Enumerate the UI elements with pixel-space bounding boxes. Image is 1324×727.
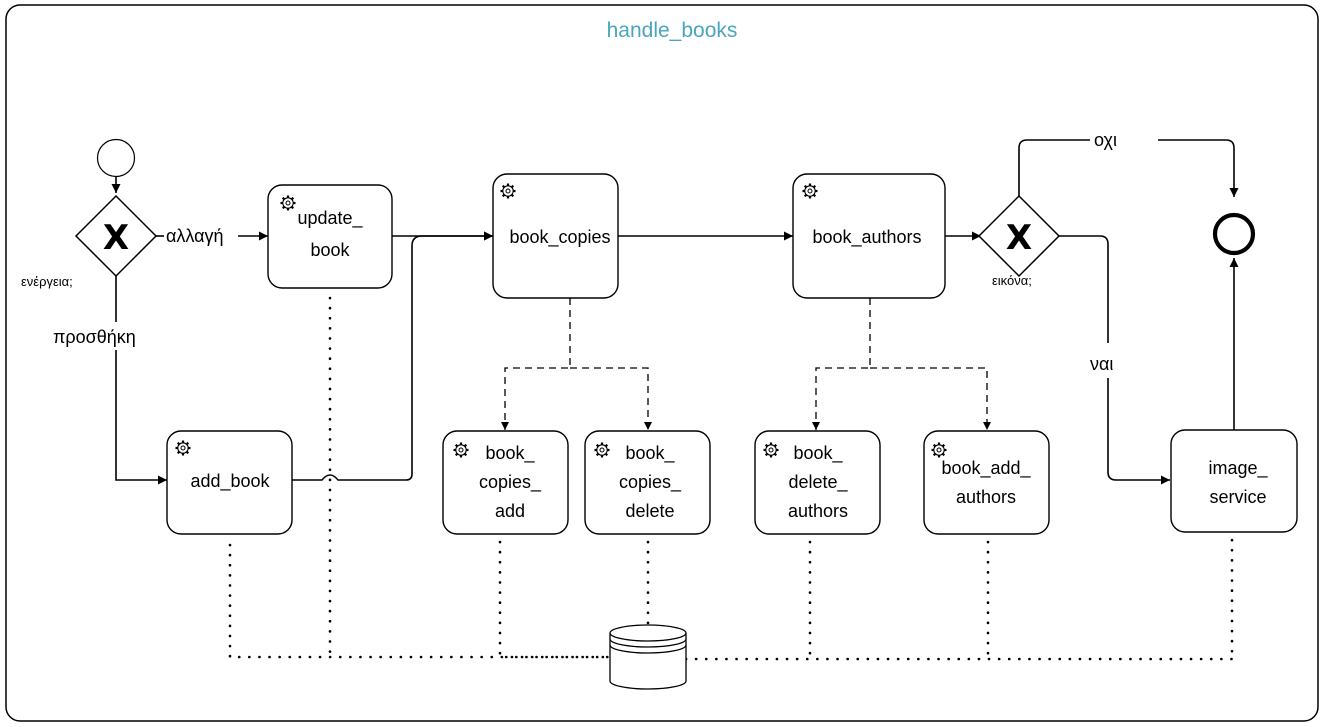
- task-label: book_add_: [941, 458, 1031, 479]
- exclusive-gateway-icon: [74, 194, 158, 278]
- task-label: book_copies: [509, 227, 610, 248]
- database-icon: [609, 624, 687, 690]
- task-label: authors: [956, 487, 1016, 507]
- task-book-copies-add[interactable]: book_ copies_add: [442, 430, 569, 535]
- gear-icon: [762, 441, 780, 459]
- task-box[interactable]: [267, 184, 393, 289]
- start-event-icon: [96, 138, 136, 178]
- task-box[interactable]: [792, 173, 946, 299]
- task-label: image_: [1208, 458, 1268, 479]
- task-update-book[interactable]: update_book: [267, 184, 393, 289]
- exclusive-gateway-icon: [977, 194, 1061, 278]
- task-box[interactable]: [166, 430, 293, 535]
- image-gateway-label: εικόνα;: [992, 273, 1032, 288]
- edge-label-change: αλλαγή: [166, 226, 224, 246]
- task-label: book_: [625, 443, 675, 464]
- gear-icon: [930, 441, 948, 459]
- gateway-x-symbol: X: [103, 218, 129, 258]
- task-book-add-authors[interactable]: book_add_authors: [923, 430, 1050, 535]
- task-box[interactable]: [923, 430, 1050, 535]
- task-box[interactable]: [442, 430, 569, 535]
- gear-icon: [279, 194, 297, 212]
- data-associations: [228, 296, 1234, 661]
- image-gateway: X: [977, 194, 1061, 278]
- task-box[interactable]: [1170, 429, 1298, 533]
- gear-icon: [499, 182, 517, 200]
- sub-task-associations: [501, 298, 991, 430]
- task-label: copies_: [479, 472, 542, 493]
- task-box[interactable]: [584, 430, 711, 535]
- task-book-copies[interactable]: book_copies: [492, 173, 619, 299]
- gateway-x-symbol: X: [1006, 218, 1032, 258]
- task-box[interactable]: [492, 173, 619, 299]
- task-label: authors: [788, 501, 848, 521]
- task-book-delete-authors[interactable]: book_ delete_authors: [754, 430, 881, 535]
- task-label: add_book: [190, 471, 270, 492]
- task-add-book[interactable]: add_book: [166, 430, 293, 535]
- edge-label-yes: ναι: [1090, 354, 1113, 374]
- task-book-authors[interactable]: book_authors: [792, 173, 946, 299]
- gear-icon: [801, 182, 819, 200]
- gear-icon: [593, 441, 611, 459]
- task-label: add: [495, 501, 525, 521]
- action-gateway: X: [74, 194, 158, 278]
- task-label: book_authors: [812, 227, 921, 248]
- gear-icon: [452, 441, 470, 459]
- end-event-icon: [1212, 212, 1256, 256]
- edge-label-add: προσθήκη: [53, 327, 136, 347]
- task-label: delete_: [788, 472, 848, 493]
- task-label: copies_: [619, 472, 682, 493]
- gear-icon: [174, 439, 192, 457]
- task-label: service: [1209, 487, 1266, 507]
- task-image-service[interactable]: image_service: [1170, 429, 1298, 533]
- task-book-copies-delete[interactable]: book_ copies_delete: [584, 430, 711, 535]
- task-label: delete: [625, 501, 674, 521]
- task-box[interactable]: [754, 430, 881, 535]
- pool-frame: [5, 4, 1319, 722]
- pool-title: handle_books: [607, 19, 738, 42]
- task-label: update_: [297, 208, 363, 229]
- sequence-flows: [111, 139, 1239, 485]
- task-label: book: [310, 240, 350, 260]
- task-label: book_: [793, 443, 843, 464]
- task-label: book_: [485, 443, 535, 464]
- action-gateway-label: ενέργεια;: [21, 274, 73, 289]
- edge-label-no: οχι: [1094, 130, 1117, 150]
